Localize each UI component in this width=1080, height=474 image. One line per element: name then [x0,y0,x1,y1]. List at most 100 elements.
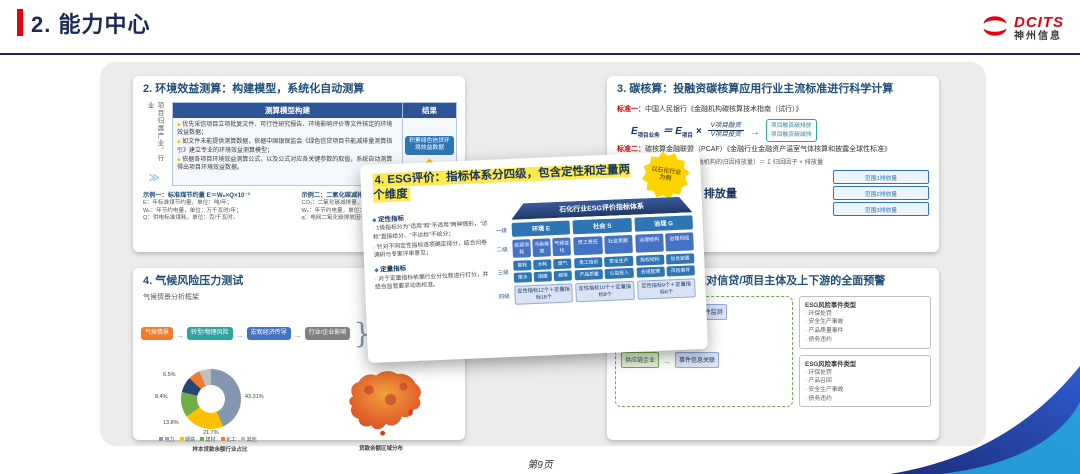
env-example-line: E：年标准煤节约量，单位：吨/年； [143,199,233,206]
china-heatmap: 贷款余额区域分布 [305,366,457,454]
l3-cell: 产品质量 [574,268,604,281]
env-table-header: 测算模型构建 [173,102,402,118]
pie-label: 43.31% [245,393,264,400]
event-panel-title: ESG风险事件类型 [805,360,857,368]
corner-wave-decoration [890,366,1080,474]
logo-brand-text: DCITS [1014,14,1064,31]
page-title: 2. 能力中心 [31,12,151,37]
arrow-right-icon [663,351,671,369]
event-item: 安全生产事故 [805,318,925,327]
scope1-box: 范围1排放量 [833,170,929,185]
event-item: 债务违约 [805,336,925,345]
dcits-swoosh-icon [981,12,1009,45]
standard1-label: 标准一： [617,105,645,113]
l3-cell: 水耗 [533,259,552,270]
flow-box-macro: 宏观经济传导 [246,327,291,341]
l3-cell: 员工培训 [574,257,603,269]
env-side-rail: 项目归属产业、行业 [141,102,167,186]
l4-cell: 定性指标10个＋定量指标8个 [575,280,635,303]
chevron-right-icon [148,168,160,186]
env-example-1: 示例一：标准煤节约量 E＝Wₙ×Q×10⁻³ E：年标准煤节约量，单位：吨/年；… [143,190,297,223]
pie-caption: 样本贷款余额行业占比 [192,446,248,453]
standard1-text: 中国人民银行《金融机构碳核算技术指南（试行）》 [645,105,803,113]
event-item: 安全生产事故 [805,386,925,395]
l4-cell: 定性指标9个＋定量指标6个 [636,278,696,301]
warning-event-panels: ESG风险事件类型 环保处罚 安全生产事故 产品质量事件 债务违约 ESG风险事… [799,295,931,408]
event-item: 产品召回 [805,377,925,386]
env-result-box: 积累绿色信贷环境效益数据 [405,135,454,155]
flow-box-scenario: 气候情景 [141,327,174,341]
l3-cell: 公益投入 [605,267,634,279]
legend-swatch [179,437,184,442]
event-item: 产品质量事件 [805,327,925,336]
event-item: 债务违约 [805,395,925,404]
l3-cell: 废水 [513,271,533,283]
l3-cell: 信息披露 [665,253,695,265]
event-panel-2: ESG风险事件类型 环保处罚 产品召回 安全生产事故 债务违约 [799,354,931,408]
event-panel-1: ESG风险事件类型 环保处罚 安全生产事故 产品质量事件 债务违约 [799,295,931,349]
supply-chain-box: 供应链企业 [621,351,660,368]
l4-cell: 定性指标12个＋定量指标18个 [514,283,574,306]
title-accent-bar [17,9,23,36]
standard2-label: 标准二： [617,146,645,154]
logo-company-text: 神州信息 [1014,31,1062,42]
l3-cell: 合规管理 [636,266,665,278]
esg-notes: 定性指标 1级指标分为“适用”和“不适用”两种情形，“达标”直接给分、“不达标”… [372,205,492,311]
china-map-icon [349,370,421,436]
event-link-box: 事件信息关联 [675,351,720,368]
l3-cell: 废气 [553,258,572,270]
flow-box-risk: 转型/物理风险 [187,327,233,341]
legend-swatch [200,437,205,442]
legend-swatch [220,437,225,442]
flow-box-industry: 行业/企业影响 [304,327,351,341]
legend-swatch [241,437,246,442]
arrow-right-icon [236,325,244,343]
arrow-right-icon [750,122,760,140]
esg-indicator-table: 石化行业ESG评价指标体系 一级 环境 E 社会 S 治理 G 二级 资源消耗 … [495,196,696,306]
loan-industry-pie-chart: 43.31% 21.7% 13.8% 8.4% 6.5% 电力 钢铁 建材 化工… [141,366,299,454]
pie-label: 21.7% [203,429,219,436]
col-header-gov: 治理 G [634,215,693,232]
carbon-standard-1: 标准一：中国人民银行《金融机构碳核算技术指南（试行）》 [617,105,929,114]
env-bullet: 依据各项目环境效益测算公式，以及公式对应各关键参数的取值，系统自动测算得出项目环… [177,156,398,173]
starburst-badge: 以石化行业为例 [635,145,696,206]
env-bullet: 优先采信项目立项批复文件、可行性研究报告、环境影响评价等文件核定的环境效益数据； [177,121,398,138]
quantitative-line: 对于定量指标依据行业分位数进行打分，并结合监管要求动态校准。 [375,271,492,293]
env-example-line: CO₂：二氧化碳减排量，单位：吨/年； [301,199,398,206]
pie-label: 6.5% [163,371,176,378]
level-label: 二级 [496,246,508,254]
scope3-box: 范围3排放量 [833,202,929,217]
event-item: 环保处罚 [805,310,925,319]
pie-label: 8.4% [155,393,168,400]
env-example-line: Wₙ：年节约电量，单位：万千瓦时/年； [301,207,401,214]
l3-cell: 安全生产 [604,255,634,267]
standard2-text: 碳核算金融联盟（PCAF）《金融行业金融资产温室气体核算和披露全球性标准》 [645,146,892,154]
level-label: 四级 [498,293,510,301]
formula-expression: E项目业务 ＝ E项目 × [631,126,702,140]
arrow-right-icon [176,325,184,343]
pie-legend: 电力 钢铁 建材 化工 其他 [159,436,257,443]
env-example-line: Wₙ：年节约电量，单位：万千瓦时/年； [143,207,242,214]
l2-cell: 治理风险 [664,232,694,252]
l3-cell: 风险事件 [666,265,695,277]
qualitative-line: 针对不同定性指标逐项确定得分，结合问卷调研与专家评审意见； [373,239,490,261]
env-card-title: 2. 环境效益测算：构建模型，系统化自动测算 [143,83,365,95]
legend-swatch [159,437,163,442]
env-example-line: Q：供电标准煤耗，单位：克/千瓦时。 [143,215,239,222]
l3-cell: 固废 [533,271,553,282]
page-number: 第9页 [527,460,553,471]
col-header-soc: 社会 S [572,217,632,235]
l2-cell: 资源消耗 [512,239,532,258]
arrow-right-icon [294,325,302,343]
formula-fraction: V项目融资 V项目投资 [707,122,744,140]
env-bullet: 如文件未能提供测算数据，依据中国银保监会《绿色信贷项目节能减排量测算指引》建立专… [177,138,398,155]
l3-cell: 能耗 [513,259,532,271]
l2-cell: 气候变化 [552,237,572,257]
dcits-logo: DCITS 神州信息 [981,12,1064,45]
scope2-box: 范围2排放量 [833,186,929,201]
carbon-card-title: 3. 碳核算：投融资碳核算应用行业主流标准进行科学计算 [617,83,894,95]
env-example-label: 示例一：标准煤节约量 E＝Wₙ×Q×10⁻³ [143,191,250,199]
carbon-note: 贷款和投资的碳排放量（或金融机构的归因排放量）＝ Σ 归因因子 × 排放量 [617,159,824,167]
